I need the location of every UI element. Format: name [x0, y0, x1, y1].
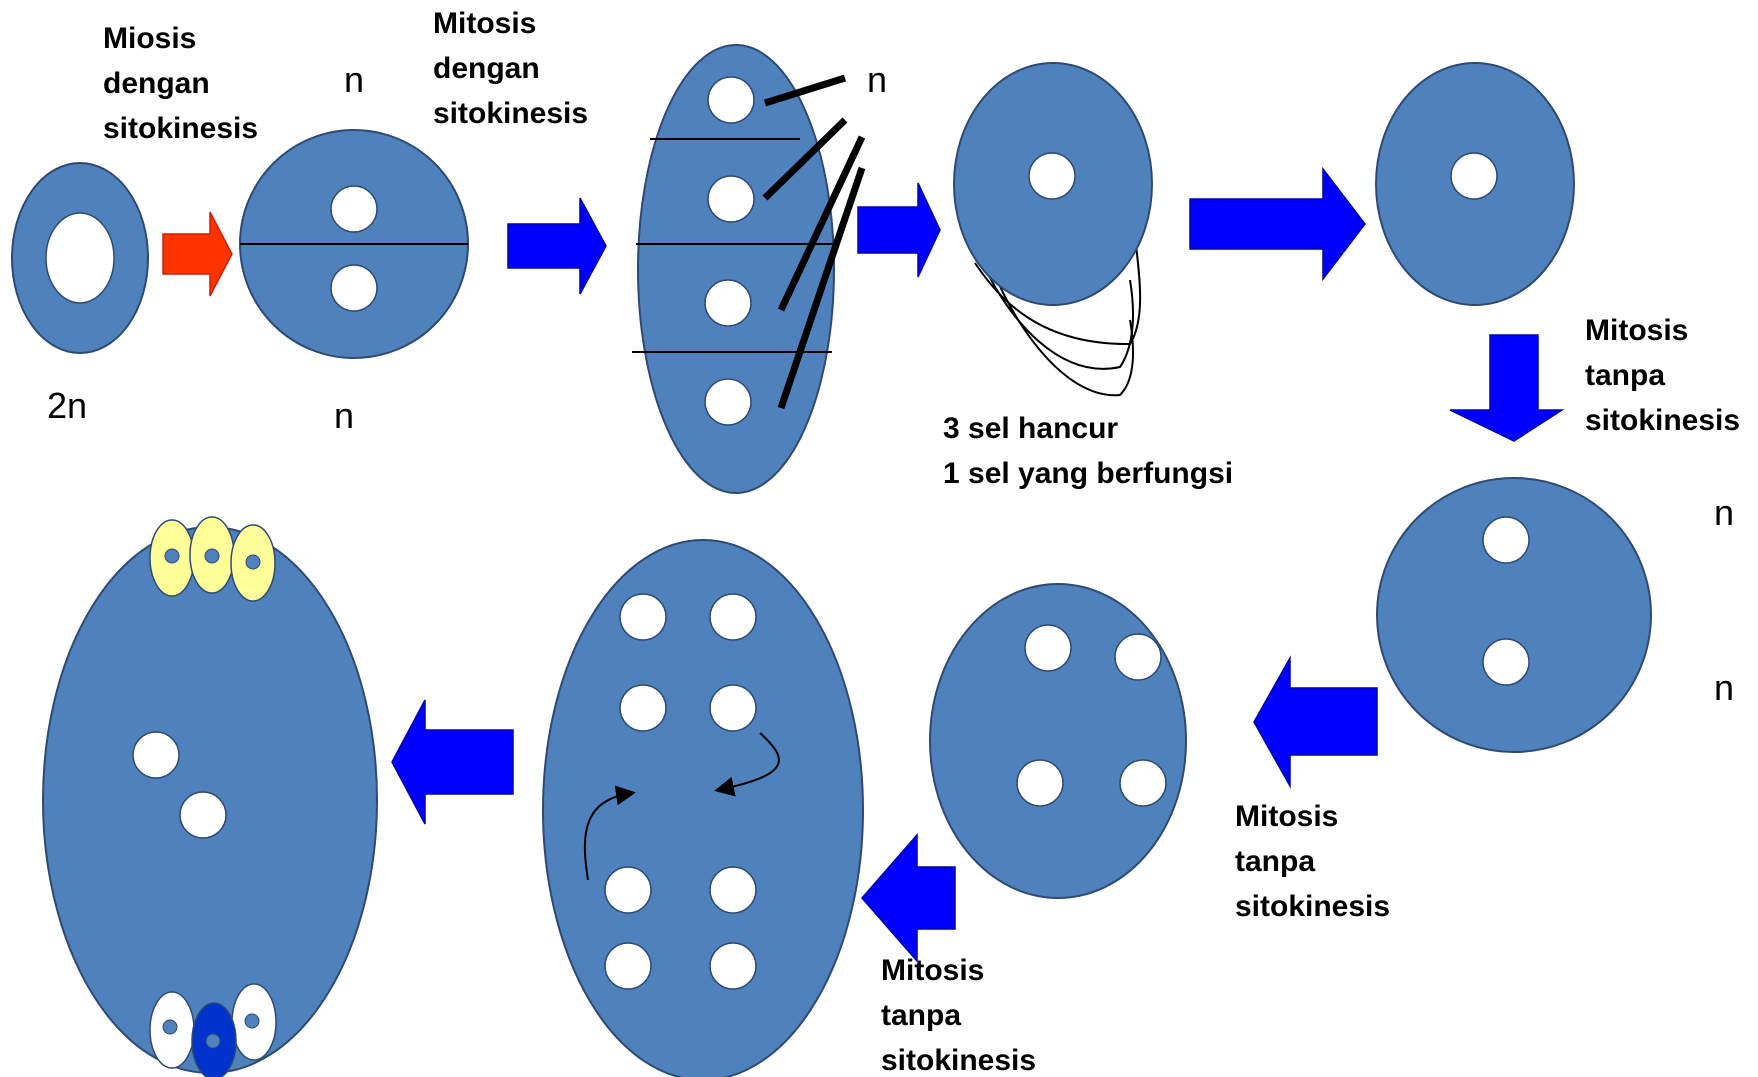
dyad-cell	[240, 130, 468, 358]
label-n-dyad-top: n	[344, 59, 364, 100]
label-degenerate: 3 sel hancur 1 sel yang berfungsi	[943, 412, 1233, 490]
label-n-tetrad: n	[867, 59, 887, 100]
label-meiosis: Miosis dengan sitokinesis	[103, 22, 258, 145]
meiosis-arrow	[163, 212, 232, 296]
megaspore-mother-cell	[12, 163, 148, 353]
label-mitosis-with-cytokinesis: Mitosis dengan sitokinesis	[433, 7, 588, 130]
label-mitosis-no-cyto-1: Mitosis tanpa sitokinesis	[1585, 314, 1740, 437]
label-n-dyad-bottom: n	[334, 395, 354, 436]
polar-nucleus-2	[180, 792, 226, 838]
functional-megaspore	[954, 63, 1152, 395]
polar-nucleus-1	[133, 732, 179, 778]
down-arrow	[1450, 335, 1562, 441]
label-mitosis-no-cyto-2: Mitosis tanpa sitokinesis	[1235, 800, 1390, 923]
four-nucleate-cell	[930, 584, 1186, 898]
megaspore-tetrad	[632, 45, 836, 493]
mature-embryo-sac	[43, 517, 377, 1077]
label-n-right-bottom: n	[1714, 667, 1734, 708]
mitosis-arrow-1	[508, 198, 606, 294]
enlarged-megaspore	[1376, 63, 1574, 305]
left-arrow-1	[1254, 658, 1377, 786]
left-arrow-3	[392, 700, 513, 824]
two-nucleate-cell	[1377, 478, 1651, 752]
eight-nucleate-cell	[543, 540, 863, 1077]
antipodal-cells	[150, 517, 275, 601]
growth-arrow	[1190, 169, 1365, 279]
mitosis-arrow-2	[858, 183, 940, 277]
left-arrow-2	[862, 835, 955, 961]
label-n-right-top: n	[1714, 492, 1734, 533]
large-nucleus	[46, 213, 114, 303]
label-2n: 2n	[47, 385, 87, 426]
label-mitosis-no-cyto-3: Mitosis tanpa sitokinesis	[881, 954, 1036, 1077]
